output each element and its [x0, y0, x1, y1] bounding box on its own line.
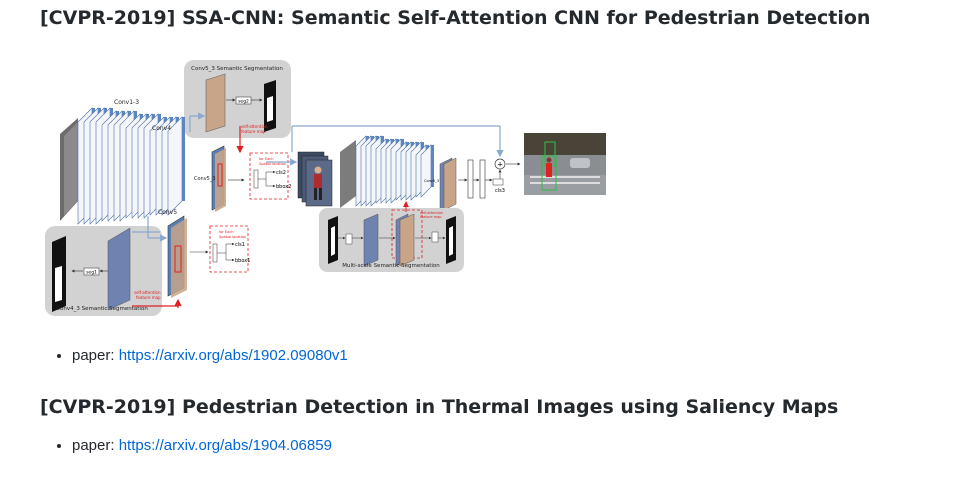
spatial-location-label-1: Spatial location — [259, 162, 286, 166]
svg-text:+: + — [497, 161, 503, 169]
lower-detection-head: for Each Spatial location cls1 bbox1 — [190, 225, 250, 273]
upper-detection-head: for Each Spatial location cls2 bbox2 — [249, 152, 291, 200]
bbox2-label: bbox2 — [276, 184, 291, 190]
paper-link-2[interactable]: https://arxiv.org/abs/1904.06859 — [118, 437, 332, 454]
feature-map-label-1: feature map — [241, 129, 266, 134]
second-stage-backbone: Conv5_3 cls3 + — [340, 135, 521, 211]
conv5-3-seg-label: Conv5_3 Semantic Segmentation — [191, 66, 283, 72]
cls3-label: cls3 — [495, 188, 505, 194]
ssa-cnn-architecture-figure: Conv5_3 Semantic Segmentation seg2 self-… — [40, 56, 610, 321]
cls1-label: cls1 — [235, 242, 245, 248]
conv5-label: Conv5 — [158, 209, 177, 216]
seg2-label: seg2 — [238, 99, 249, 105]
paper-label-2: paper: — [72, 437, 115, 454]
conv5-3-feature: Conv5_3 — [194, 126, 245, 212]
for-each-label-1: for Each — [259, 157, 273, 161]
conv4-label: Conv4 — [152, 125, 171, 132]
for-each-label-2: for Each — [219, 230, 233, 234]
conv4-3-seg-label: Conv4_3 Semantic Segmentation — [56, 306, 148, 312]
paper-list-2: paper: https://arxiv.org/abs/1904.06859 — [40, 436, 332, 456]
multi-scale-seg-label: Multi-scale Semantic Segmentation — [342, 263, 440, 269]
paper-link-1[interactable]: https://arxiv.org/abs/1902.09080v1 — [118, 347, 348, 364]
paper-item-2: paper: https://arxiv.org/abs/1904.06859 — [72, 436, 332, 456]
paper-list-1: paper: https://arxiv.org/abs/1902.09080v… — [40, 346, 348, 366]
feature-map-label-3: feature map — [420, 215, 442, 219]
section-title-thermal-saliency: [CVPR-2019] Pedestrian Detection in Ther… — [40, 396, 839, 418]
self-attention-label-3: self-attention — [420, 211, 443, 215]
conv5-3-label-2: Conv5_3 — [424, 179, 439, 183]
architecture-diagram: Conv5_3 Semantic Segmentation seg2 self-… — [45, 60, 606, 316]
bbox1-label: bbox1 — [235, 258, 250, 264]
seg1-label: seg1 — [86, 270, 97, 276]
conv5-3-label: Conv5_3 — [194, 176, 216, 182]
connector-arrows — [189, 112, 504, 166]
self-attention-label-2: self-attention — [134, 290, 161, 295]
conv5-3-seg-panel: Conv5_3 Semantic Segmentation seg2 self-… — [184, 60, 291, 138]
self-attention-label-1: self-attention — [241, 124, 268, 129]
paper-label-1: paper: — [72, 347, 115, 364]
section-title-ssa-cnn: [CVPR-2019] SSA-CNN: Semantic Self-Atten… — [40, 7, 871, 29]
multi-scale-seg-panel: self-attention feature map Multi-scale S… — [319, 201, 464, 272]
conv4-3-feature — [132, 215, 187, 308]
conv1-3-label: Conv1-3 — [114, 99, 139, 106]
pedestrian-proposals — [297, 151, 333, 207]
backbone-layers: Conv1-3 Conv4 Conv5 — [60, 99, 185, 225]
conv4-3-seg-panel: seg1 Conv4_3 Semantic Segmentation self-… — [45, 226, 162, 316]
output-scene-image — [524, 133, 606, 195]
feature-map-label-2: feature map — [136, 295, 161, 300]
spatial-location-label-2: Spatial location — [219, 235, 246, 239]
paper-item-1: paper: https://arxiv.org/abs/1902.09080v… — [72, 346, 348, 366]
cls2-label: cls2 — [276, 170, 286, 176]
